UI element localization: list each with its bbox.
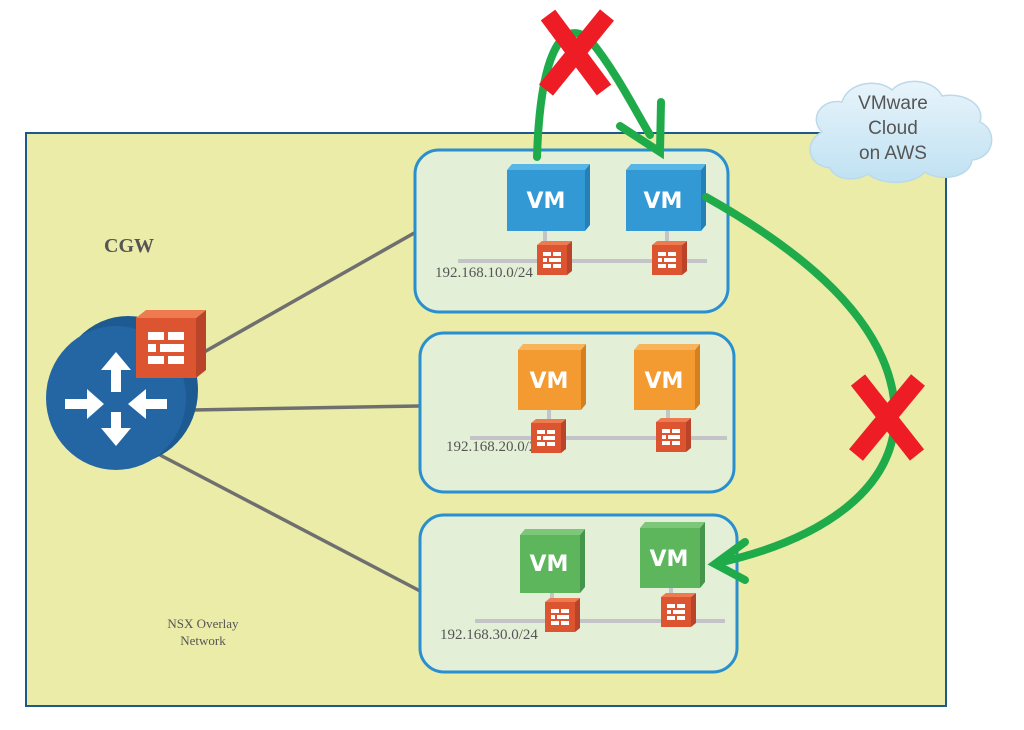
svg-text:VM: VM (644, 189, 683, 214)
blocked-x-icon (539, 9, 614, 96)
link-subnet-30 (159, 453, 423, 594)
subnet-label-20: 192.168.20.0/24 (446, 439, 544, 455)
svg-text:VM: VM (530, 369, 569, 394)
router-links (159, 230, 423, 594)
vm-orange-1: VM (518, 344, 586, 410)
router-firewall-icon (136, 310, 206, 378)
nsx-overlay-label-1: NSX Overlay (167, 616, 239, 631)
svg-text:VM: VM (530, 552, 569, 577)
link-subnet-20 (191, 404, 421, 412)
cloud-icon: VMware Cloud on AWS (809, 80, 993, 184)
vm-orange-2: VM (634, 344, 700, 410)
blocked-x-icon (849, 374, 925, 461)
vm-blue-2: VM (626, 164, 706, 231)
firewall-icon (656, 418, 691, 452)
cloud-label-1: VMware (858, 93, 928, 114)
svg-text:VM: VM (527, 189, 566, 214)
vm-blue-1: VM (507, 164, 590, 231)
nsx-overlay-label-2: Network (180, 633, 226, 648)
subnet-label-10: 192.168.10.0/24 (435, 265, 533, 281)
vm-green-2: VM (640, 522, 705, 588)
firewall-icon (537, 241, 572, 275)
svg-text:VM: VM (650, 547, 689, 572)
subnet-label-30: 192.168.30.0/24 (440, 627, 538, 643)
cloud-label-2: Cloud (868, 118, 918, 139)
firewall-icon (652, 241, 687, 275)
cloud-label-3: on AWS (859, 143, 927, 164)
firewall-icon (661, 593, 696, 627)
firewall-icon (531, 419, 566, 453)
cgw-label: CGW (104, 235, 154, 257)
svg-text:VM: VM (645, 369, 684, 394)
vm-green-1: VM (520, 529, 585, 593)
link-subnet-10 (189, 230, 417, 362)
firewall-icon (545, 598, 580, 632)
